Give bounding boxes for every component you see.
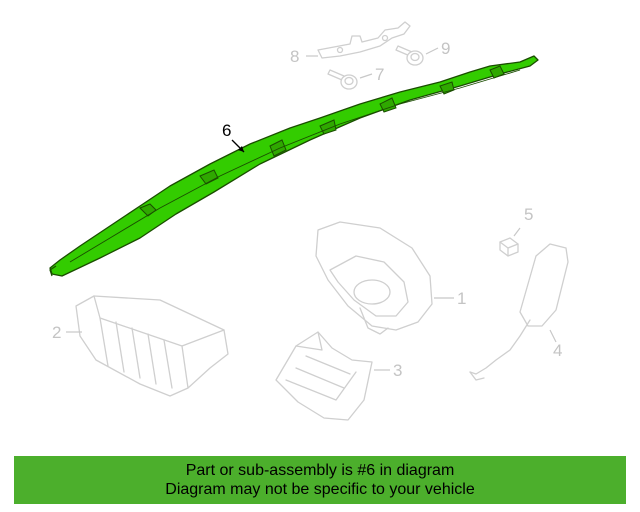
part-7-bolt[interactable]	[327, 69, 358, 90]
info-banner: Part or sub-assembly is #6 in diagram Di…	[14, 456, 626, 504]
callout-6[interactable]: 6	[222, 121, 231, 140]
part-3-knee-airbag[interactable]	[275, 331, 373, 421]
part-4-side-airbag[interactable]	[469, 243, 569, 381]
leader-7	[359, 73, 373, 79]
part-2-passenger-airbag[interactable]	[75, 295, 229, 397]
leader-9	[425, 47, 439, 55]
part-8-bracket[interactable]	[317, 21, 411, 59]
callout-5[interactable]: 5	[524, 205, 533, 224]
part-1-driver-airbag[interactable]	[315, 221, 433, 335]
callout-7[interactable]: 7	[375, 65, 384, 84]
leader-4	[549, 329, 557, 343]
callout-8[interactable]: 8	[290, 47, 299, 66]
part-5-nut[interactable]	[499, 237, 519, 257]
callout-1[interactable]: 1	[457, 289, 466, 308]
leader-6-arrow	[238, 146, 244, 152]
callout-3[interactable]: 3	[393, 361, 402, 380]
callout-2[interactable]: 2	[52, 323, 61, 342]
banner-line-1: Part or sub-assembly is #6 in diagram	[185, 462, 455, 479]
banner-line-2: Diagram may not be specific to your vehi…	[165, 481, 475, 498]
callout-9[interactable]: 9	[441, 39, 450, 58]
part-9-bolt[interactable]	[395, 45, 424, 66]
leader-5	[513, 227, 521, 237]
parts-diagram: 8 9 7 6 5 1	[49, 21, 569, 421]
part-6-curtain-airbag[interactable]	[49, 55, 539, 277]
callout-4[interactable]: 4	[553, 341, 562, 360]
